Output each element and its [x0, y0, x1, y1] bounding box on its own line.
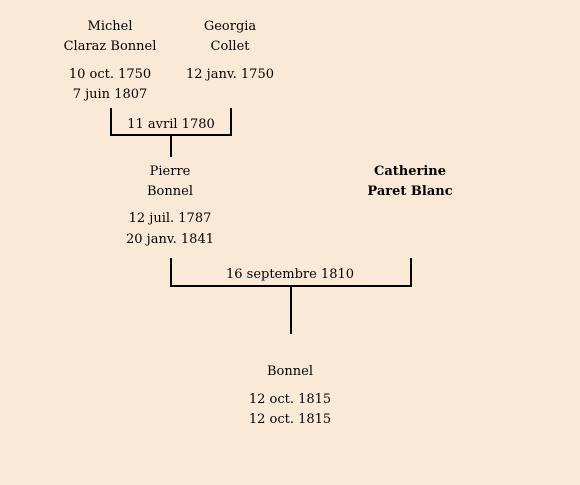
marriage-connector-bar [110, 134, 232, 136]
person-georgia-last-name[interactable]: Collet [210, 39, 250, 54]
person-pierre-last-name[interactable]: Bonnel [147, 184, 193, 199]
person-michel-last-name[interactable]: Claraz Bonnel [63, 39, 157, 54]
person-child-death-date: 12 oct. 1815 [248, 412, 332, 427]
person-child-birth-date: 12 oct. 1815 [248, 392, 332, 407]
marriage-connector-right [230, 108, 232, 136]
person-pierre-birth-date: 12 juil. 1787 [128, 211, 212, 226]
person-georgia-birth-date: 12 janv. 1750 [186, 67, 274, 82]
marriage-connector-bar [170, 285, 412, 287]
marriage-connector-right [410, 258, 412, 287]
descent-line-pierre [170, 136, 172, 157]
marriage-date-second: 16 septembre 1810 [225, 267, 355, 282]
person-michel-death-date: 7 juin 1807 [72, 87, 148, 102]
person-michel-first-name[interactable]: Michel [87, 19, 133, 34]
person-pierre-first-name[interactable]: Pierre [149, 164, 191, 179]
person-georgia-first-name[interactable]: Georgia [203, 19, 257, 34]
descent-line-child [290, 287, 292, 334]
person-pierre-death-date: 20 janv. 1841 [126, 232, 214, 247]
marriage-date-first: 11 avril 1780 [127, 117, 215, 132]
person-child-last-name[interactable]: Bonnel [267, 364, 313, 379]
person-michel-birth-date: 10 oct. 1750 [68, 67, 152, 82]
person-catherine-last-name[interactable]: Paret Blanc [367, 184, 453, 199]
marriage-connector-left [110, 108, 112, 136]
person-catherine-first-name[interactable]: Catherine [373, 164, 447, 179]
marriage-connector-left [170, 258, 172, 287]
